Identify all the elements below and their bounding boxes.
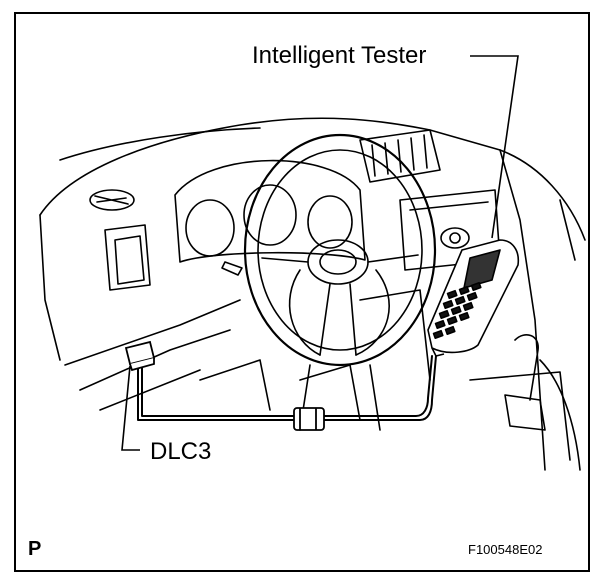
cable-coupler bbox=[293, 407, 325, 431]
vent-left bbox=[89, 189, 135, 211]
tester-cable bbox=[137, 355, 437, 421]
steering-wheel bbox=[243, 133, 437, 367]
instrument-cluster bbox=[174, 159, 366, 263]
center-vents bbox=[359, 129, 441, 183]
figure-frame bbox=[14, 12, 590, 572]
dashboard-outline bbox=[39, 117, 586, 241]
intelligent-tester-label: Intelligent Tester bbox=[252, 42, 427, 69]
dlc-leader-line bbox=[121, 365, 140, 451]
tester-leader-line bbox=[470, 55, 519, 239]
dlc3-label: DLC3 bbox=[150, 438, 212, 465]
dlc3-connector bbox=[124, 340, 156, 372]
intelligent-tester-device bbox=[427, 239, 520, 357]
corner-p-label: P bbox=[28, 538, 42, 560]
figure-id: F100548E02 bbox=[468, 542, 543, 557]
gear-shifter bbox=[514, 334, 539, 401]
